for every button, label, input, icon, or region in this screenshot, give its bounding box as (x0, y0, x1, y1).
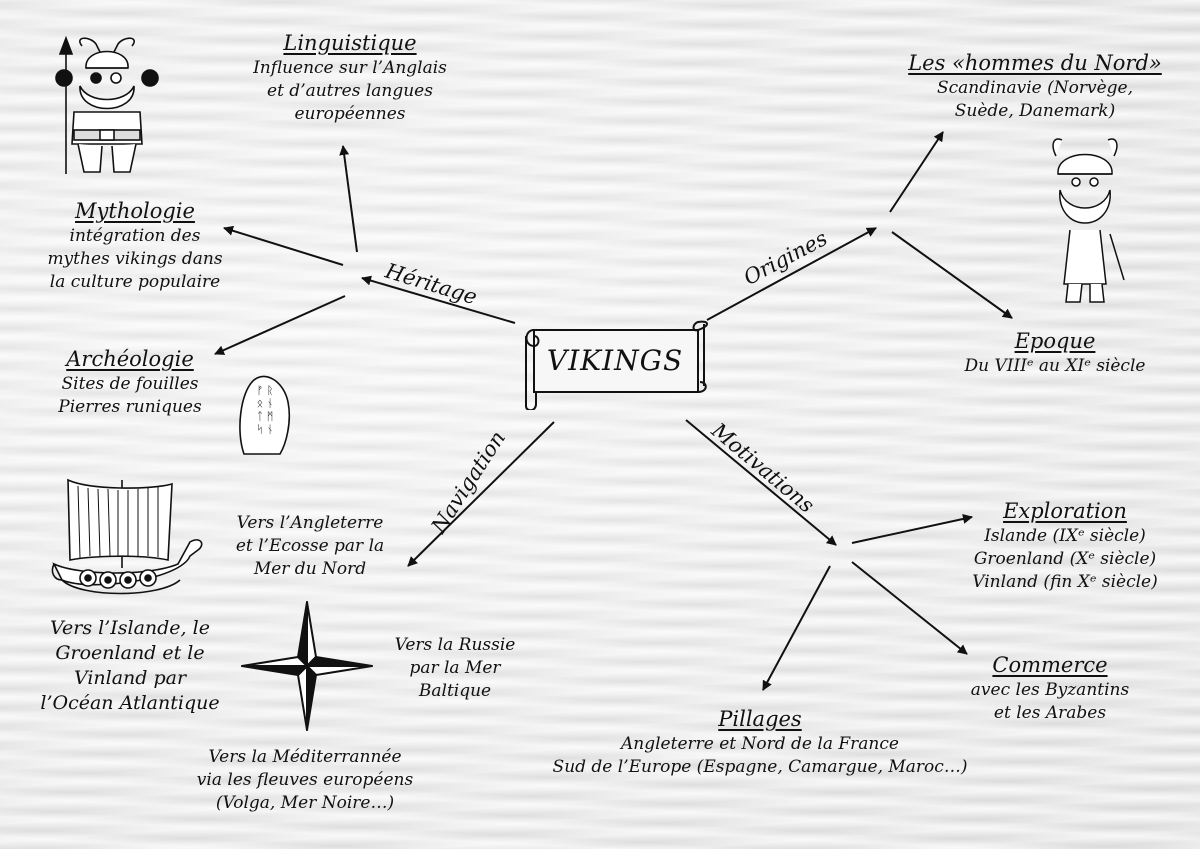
node-text: Islande (IXᵉ siècle) (984, 526, 1146, 546)
scroll-shape-icon (525, 320, 708, 410)
node-text: Sites de fouilles (61, 374, 199, 394)
node-mythologie: Mythologie intégration des mythes viking… (30, 200, 240, 294)
node-hommes-du-nord: Les «hommes du Nord» Scandinavie (Norvèg… (880, 52, 1190, 123)
node-title: Archéologie (66, 347, 194, 371)
nav-text: (Volga, Mer Noire…) (215, 793, 395, 813)
node-text: européennes (294, 104, 406, 124)
node-text: Vinland (fin Xᵉ siècle) (972, 572, 1158, 592)
node-title: Commerce (992, 653, 1108, 677)
arrow-to-pillages (762, 565, 831, 691)
nav-text: Vers la Russie (394, 635, 516, 655)
arrow-to-hommes-nord (889, 131, 944, 213)
node-text: avec les Byzantins (970, 680, 1130, 700)
node-text: la culture populaire (49, 272, 221, 292)
nav-text: Vers l’Islande, le (50, 617, 210, 639)
node-text: Groenland (Xᵉ siècle) (973, 549, 1157, 569)
motivations-connector (685, 419, 837, 546)
rune-glyph: ᛋ (256, 423, 264, 436)
origins-connector (706, 227, 877, 321)
nav-north-sea: Vers l’Angleterre et l’Ecosse par la Mer… (210, 512, 410, 581)
compass-star-icon (241, 601, 373, 731)
heritage-connector (361, 275, 516, 324)
nav-text: Mer du Nord (253, 559, 367, 579)
nav-text: Vers l’Angleterre (236, 513, 384, 533)
rune-glyph: ᛟ (256, 397, 264, 410)
node-title: Mythologie (75, 199, 195, 223)
node-text: Sud de l’Europe (Espagne, Camargue, Maro… (552, 757, 968, 777)
nav-text: Groenland et le (55, 642, 205, 664)
node-commerce: Commerce avec les Byzantins et les Arabe… (940, 654, 1160, 725)
rune-glyph: ᚾ (266, 397, 274, 410)
node-epoque: Epoque Du VIIIᵉ au XIᵉ siècle (940, 330, 1170, 378)
node-title: Pillages (718, 707, 802, 731)
nav-text: l’Océan Atlantique (40, 692, 220, 714)
node-text: Pierres runiques (58, 397, 202, 417)
nav-text: Baltique (418, 681, 492, 701)
arrow-to-epoque (891, 231, 1013, 319)
rune-glyph: ᚱ (266, 384, 274, 397)
nav-text: Vers la Méditerrannée (208, 747, 402, 767)
rune-glyph: ᚾ (266, 423, 274, 436)
node-text: mythes vikings dans (47, 249, 223, 269)
arrow-to-exploration (851, 514, 973, 544)
nav-text: et l’Ecosse par la (235, 536, 385, 556)
central-scroll: VIKINGS (520, 320, 710, 410)
node-title: Linguistique (283, 31, 417, 55)
node-text: Suède, Danemark) (954, 101, 1116, 121)
rune-glyph: ᛗ (266, 410, 274, 423)
node-exploration: Exploration Islande (IXᵉ siècle) Groenla… (950, 500, 1180, 594)
node-title: Les «hommes du Nord» (908, 51, 1162, 75)
node-text: Influence sur l’Anglais (253, 58, 447, 78)
node-pillages: Pillages Angleterre et Nord de la France… (520, 708, 1000, 779)
node-text: Angleterre et Nord de la France (621, 734, 899, 754)
viking-ship-icon (51, 478, 203, 595)
arrow-to-mythologie (223, 225, 344, 266)
node-title: Exploration (1003, 499, 1127, 523)
arrow-to-linguistique (339, 145, 358, 253)
rune-glyph: ᚠ (256, 384, 264, 397)
node-text: Du VIIIᵉ au XIᵉ siècle (964, 356, 1146, 376)
node-archeologie: Archéologie Sites de fouilles Pierres ru… (40, 348, 220, 419)
central-title: VIKINGS (546, 344, 684, 377)
nav-text: par la Mer (409, 658, 501, 678)
nav-baltic: Vers la Russie par la Mer Baltique (375, 634, 535, 703)
viking-figure-icon (1052, 138, 1125, 303)
rune-stone-icon: ᚠ ᚱ ᛟ ᚾ ᛏ ᛗ ᛋ ᚾ (234, 372, 292, 456)
arrow-to-archeologie (214, 295, 346, 355)
node-linguistique: Linguistique Influence sur l’Anglais et … (225, 32, 475, 126)
viking-warrior-icon (55, 35, 159, 174)
node-title: Epoque (1014, 329, 1096, 353)
nav-atlantic: Vers l’Islande, le Groenland et le Vinla… (20, 616, 240, 716)
node-text: et d’autres langues (267, 81, 433, 101)
node-text: Scandinavie (Norvège, (936, 78, 1134, 98)
rune-glyph: ᛏ (256, 410, 264, 423)
nav-mediterranean: Vers la Méditerrannée via les fleuves eu… (180, 746, 430, 815)
nav-text: via les fleuves européens (196, 770, 414, 790)
nav-text: Vinland par (73, 667, 187, 689)
navigation-connector (407, 421, 555, 567)
arrow-to-commerce (851, 561, 968, 655)
node-text: intégration des (69, 226, 201, 246)
node-text: et les Arabes (993, 703, 1107, 723)
